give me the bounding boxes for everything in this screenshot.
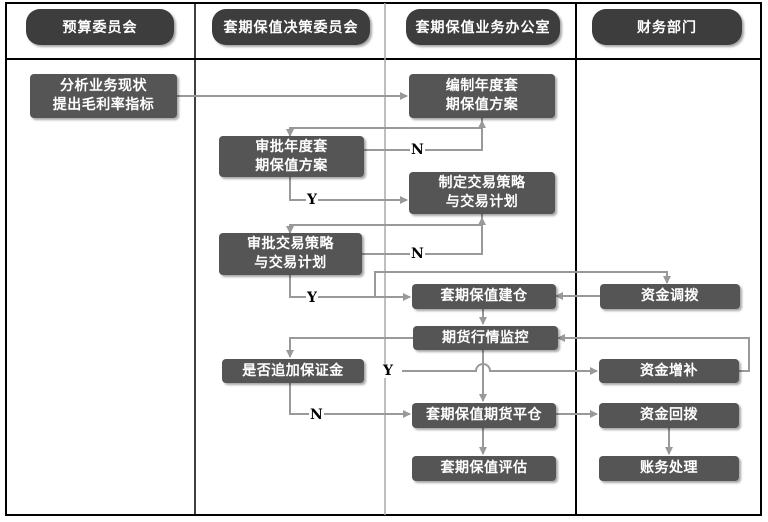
box-hedge-evaluation: 套期保值评估	[412, 456, 556, 481]
arrow-margin-yes	[402, 363, 598, 375]
box-fund-supplement: 资金增补	[599, 359, 739, 383]
arrow-approve-plan-no	[364, 120, 486, 151]
box-approve-annual-plan: 审批年度套 期保值方案	[219, 136, 364, 177]
box-fund-allocation: 资金调拨	[600, 284, 740, 309]
arrow-approve-strategy-yes	[289, 275, 411, 301]
label-margin-yes-y: Y	[382, 363, 394, 379]
arrow-plan-to-approve	[286, 118, 483, 137]
box-approve-trading-strategy: 审批交易策略 与交易计划	[219, 233, 362, 275]
box-analyze-business: 分析业务现状 提出毛利率指标	[30, 74, 177, 118]
label-strategy-approved-y: Y	[306, 290, 318, 306]
box-add-margin-decision: 是否追加保证金	[222, 359, 364, 383]
arrow-approve-plan-yes	[289, 177, 408, 204]
box-open-hedge-position: 套期保值建仓	[412, 284, 556, 309]
lane-header-business-office: 套期保值业务办公室	[406, 9, 560, 45]
label-margin-no-n: N	[309, 407, 324, 423]
arrow-strategy-to-approve	[286, 214, 483, 234]
box-make-trading-strategy: 制定交易策略 与交易计划	[409, 172, 555, 214]
box-fund-return: 资金回拨	[599, 403, 739, 428]
lane-header-finance-dept: 财务部门	[592, 9, 742, 45]
arrow-monitor-to-margin	[286, 337, 413, 358]
outer-frame	[5, 2, 762, 516]
label-strategy-rejected-n: N	[410, 246, 425, 262]
lane-header-budget-committee: 预算委员会	[26, 9, 174, 45]
label-plan-approved-y: Y	[306, 192, 318, 208]
arrow-supplement-to-monitor	[557, 334, 750, 372]
arrow-to-fund-allocate	[374, 271, 671, 297]
box-futures-market-monitoring: 期货行情监控	[413, 326, 558, 350]
lane-header-decision-committee: 套期保值决策委员会	[212, 9, 370, 45]
arrow-approve-strategy-no	[362, 217, 486, 255]
label-plan-rejected-n: N	[410, 142, 425, 158]
box-accounting: 账务处理	[599, 456, 739, 481]
box-close-futures-position: 套期保值期货平仓	[412, 403, 556, 428]
arrow-margin-no	[289, 383, 411, 418]
box-compile-annual-plan: 编制年度套 期保值方案	[409, 74, 555, 118]
